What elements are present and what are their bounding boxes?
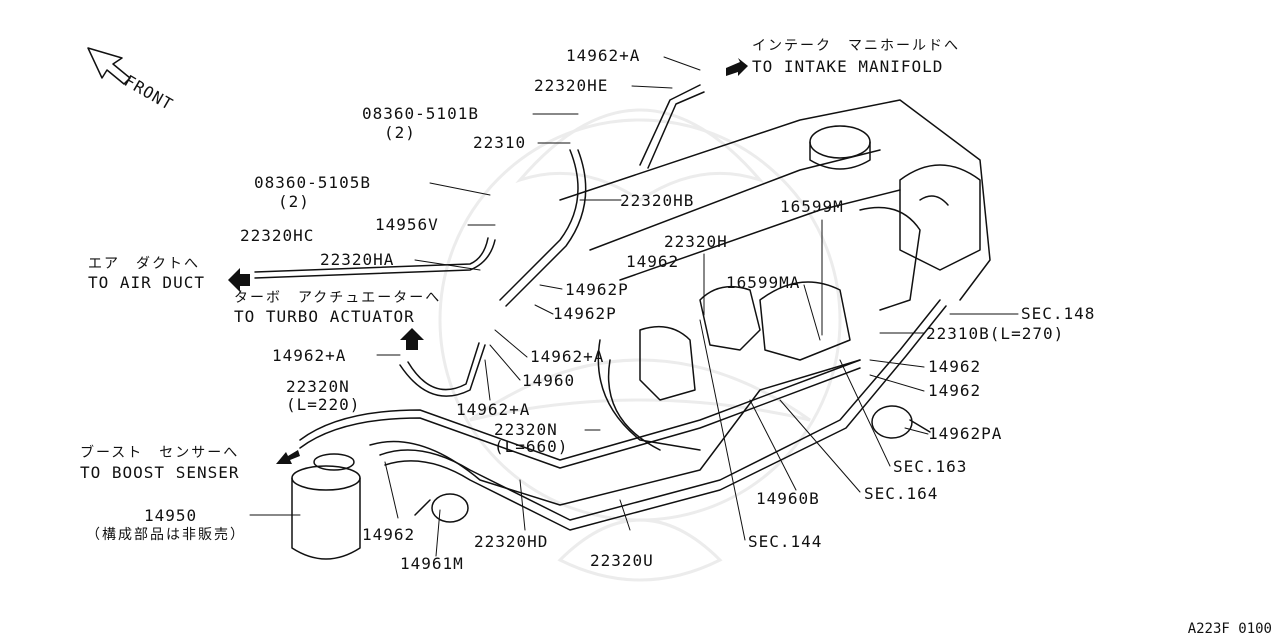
drawing-code: A223F 0100	[1187, 621, 1272, 637]
part-08360-5101B: 08360-5101B	[362, 104, 479, 123]
sec-163: SEC.163	[893, 457, 968, 476]
part-22320HD: 22320HD	[474, 532, 549, 551]
part-14962a-mid: 14962+A	[530, 347, 605, 366]
sec-144: SEC.144	[748, 532, 823, 551]
part-22320N-left-len: (L=220)	[286, 395, 361, 414]
hose-22320N-long	[369, 359, 861, 506]
part-14960B: 14960B	[756, 489, 820, 508]
leader-lines	[249, 56, 1019, 557]
part-14950: 14950	[144, 506, 198, 525]
airduct-jp-label: エア ダクトへ	[88, 256, 200, 272]
turbo-en-label: TO TURBO ACTUATOR	[234, 307, 415, 326]
arrow-turbo-icon	[400, 328, 424, 350]
part-16599M: 16599M	[780, 197, 844, 216]
intake-en-label: TO INTAKE MANIFOLD	[752, 57, 944, 76]
sec-148: SEC.148	[1021, 304, 1096, 323]
part-22320HE: 22320HE	[534, 76, 609, 95]
part-22320N-mid-len: (L=660)	[494, 437, 569, 456]
front-arrow-icon	[87, 47, 131, 85]
part-14956V: 14956V	[375, 215, 439, 234]
part-14962-r1: 14962	[928, 357, 982, 376]
part-14962a-top: 14962+A	[566, 46, 641, 65]
part-22320U: 22320U	[590, 551, 654, 570]
part-14962-low: 14962	[362, 525, 416, 544]
sec-164: SEC.164	[864, 484, 939, 503]
part-22320N-left: 22320N	[286, 377, 350, 396]
hose-22320HE	[639, 84, 705, 169]
part-14962-r2: 14962	[928, 381, 982, 400]
boost-sensor-canister	[291, 453, 361, 560]
part-22320HC: 22320HC	[240, 226, 315, 245]
airduct-en-label: TO AIR DUCT	[88, 273, 205, 292]
arrow-intake-icon	[726, 58, 748, 76]
clamp-14962PA	[871, 405, 931, 439]
arrow-boost-icon	[276, 450, 300, 464]
boost-jp-label: ブースト センサーへ	[80, 445, 240, 461]
part-14962P-1: 14962P	[565, 280, 629, 299]
arrow-airduct-icon	[228, 268, 250, 292]
part-14960: 14960	[522, 371, 576, 390]
part-22310B: 22310B(L=270)	[926, 324, 1065, 343]
part-14962PA: 14962PA	[928, 424, 1003, 443]
part-14962-mid: 14962	[626, 252, 680, 271]
part-14961M: 14961M	[400, 554, 464, 573]
qty-5105: (2)	[278, 192, 310, 211]
hose-22320N-short	[399, 342, 486, 397]
part-22320HB: 22320HB	[620, 191, 695, 210]
part-22320N-mid: 22320N	[494, 420, 558, 439]
part-14962a-left: 14962+A	[272, 346, 347, 365]
hose-22320HA	[254, 237, 496, 279]
boost-en-label: TO BOOST SENSER	[80, 463, 240, 482]
hose-22320HD	[299, 359, 861, 469]
part-22320H: 22320H	[664, 232, 728, 251]
part-22310: 22310	[473, 133, 527, 152]
part-08360-5105B: 08360-5105B	[254, 173, 371, 192]
watermark	[438, 108, 842, 582]
hose-22320U	[379, 299, 947, 531]
part-22320HA: 22320HA	[320, 250, 395, 269]
hose-22320HB	[499, 149, 587, 307]
turbo-jp-label: ターボ アクチュエーターへ	[234, 290, 442, 306]
qty-5101: (2)	[384, 123, 416, 142]
intake-jp-label: インテーク マニホールドへ	[752, 38, 960, 54]
part-14962P-2: 14962P	[553, 304, 617, 323]
part-16599MA: 16599MA	[726, 273, 801, 292]
part-14950-note: （構成部品は非販売）	[86, 527, 246, 543]
part-14962a-low: 14962+A	[456, 400, 531, 419]
clamp-14961M	[414, 493, 469, 523]
